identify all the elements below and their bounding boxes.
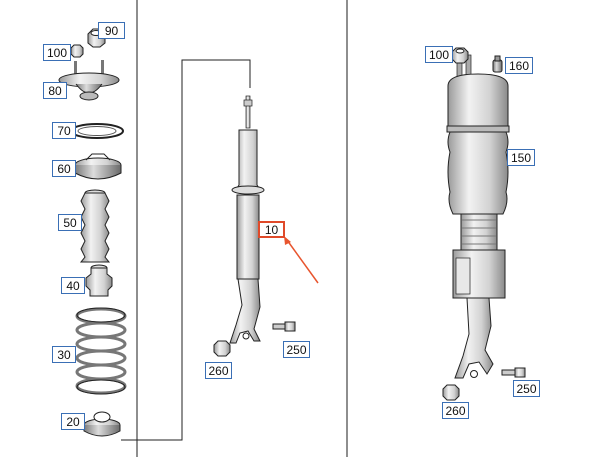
strut-mount-80-icon bbox=[58, 60, 120, 101]
valve-160-icon bbox=[492, 55, 503, 73]
shock-absorber-10-icon bbox=[229, 95, 265, 344]
spring-seat-60-icon bbox=[74, 153, 122, 180]
callout-150[interactable]: 150 bbox=[507, 149, 535, 166]
callout-20[interactable]: 20 bbox=[61, 413, 85, 430]
callout-40[interactable]: 40 bbox=[61, 277, 85, 294]
air-strut-150-icon bbox=[446, 54, 510, 379]
callout-250-mid[interactable]: 250 bbox=[283, 341, 310, 358]
nut-100-left-icon bbox=[70, 44, 84, 58]
highlight-arrow-icon bbox=[284, 236, 319, 284]
group-bracket bbox=[121, 59, 251, 441]
bolt-250-right-icon bbox=[501, 367, 526, 378]
callout-90[interactable]: 90 bbox=[98, 22, 125, 39]
callout-160[interactable]: 160 bbox=[505, 57, 533, 74]
callout-60[interactable]: 60 bbox=[52, 160, 76, 177]
spring-pad-20-icon bbox=[83, 411, 121, 437]
bump-stop-40-icon bbox=[85, 264, 113, 297]
callout-260-right[interactable]: 260 bbox=[442, 402, 469, 419]
bellows-50-icon bbox=[79, 189, 111, 263]
callout-10-selected[interactable]: 10 bbox=[258, 221, 285, 238]
callout-260-mid[interactable]: 260 bbox=[205, 362, 232, 379]
callout-100-right[interactable]: 100 bbox=[425, 46, 453, 63]
callout-50[interactable]: 50 bbox=[58, 214, 82, 231]
shim-70-icon bbox=[70, 123, 124, 139]
nut-100-right-icon bbox=[451, 47, 469, 64]
callout-250-right[interactable]: 250 bbox=[513, 380, 540, 397]
callout-80[interactable]: 80 bbox=[43, 82, 67, 99]
nut-260-right-icon bbox=[442, 384, 460, 401]
nut-260-mid-icon bbox=[213, 340, 231, 357]
callout-100-left[interactable]: 100 bbox=[43, 44, 71, 61]
coil-spring-30-icon bbox=[75, 307, 127, 395]
callout-70[interactable]: 70 bbox=[52, 122, 76, 139]
bolt-250-mid-icon bbox=[272, 321, 296, 332]
callout-30[interactable]: 30 bbox=[52, 346, 76, 363]
